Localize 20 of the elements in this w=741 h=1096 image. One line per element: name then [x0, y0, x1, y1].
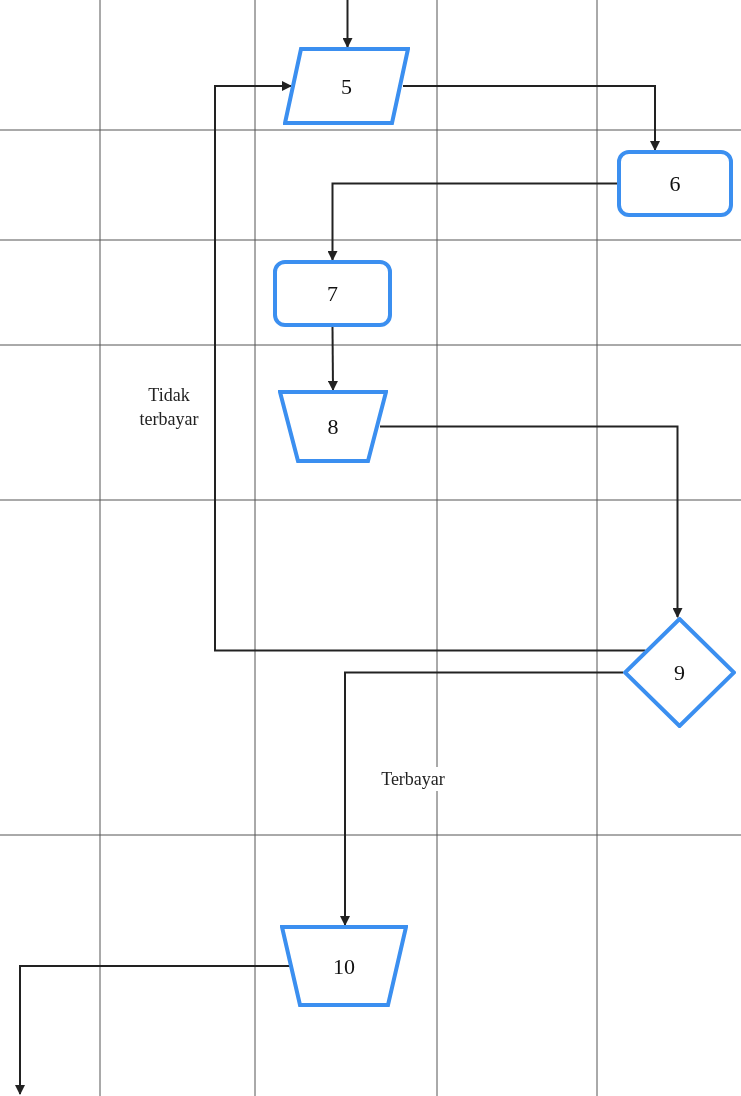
trapezoid-shape: [280, 925, 408, 1007]
node-label: 8: [327, 413, 339, 441]
node-label: 7: [327, 280, 338, 308]
node-label: 5: [341, 72, 352, 101]
arrow: [379, 425, 683, 618]
arrow: [327, 182, 618, 261]
arrow: [342, 0, 353, 48]
rounded-rectangle: [273, 260, 392, 327]
arrow: [15, 965, 292, 1095]
arrow: [402, 85, 660, 151]
node-label: 9: [674, 659, 685, 687]
decision-diamond: [623, 617, 736, 728]
node-label: 10: [333, 952, 355, 981]
rounded-rectangle: [617, 150, 733, 217]
arrow: [327, 326, 338, 391]
trapezoid-shape: [278, 390, 388, 463]
arrow: [340, 671, 624, 926]
arrow: [214, 81, 647, 652]
parallelogram-shape: [283, 47, 410, 125]
node-label: 6: [669, 170, 681, 198]
